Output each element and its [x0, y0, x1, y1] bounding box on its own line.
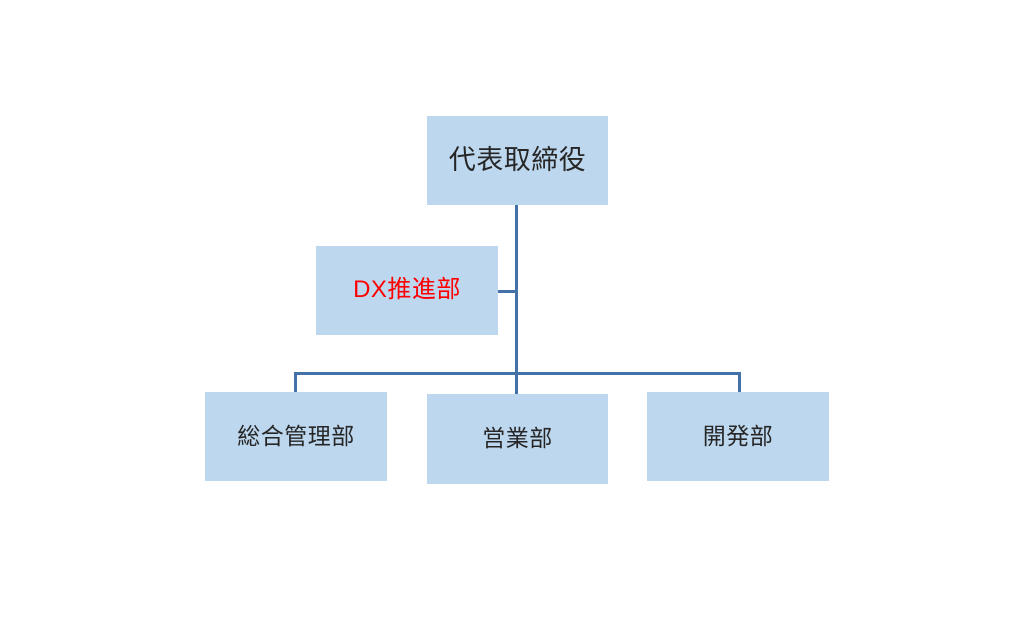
connector-bus-to-general-admin [294, 372, 297, 393]
org-node-sales-label: 営業部 [482, 425, 553, 452]
org-node-general-admin-label: 総合管理部 [237, 422, 355, 449]
org-node-dx-promotion-label: DX推進部 [353, 276, 461, 304]
connector-bus-to-development [738, 372, 741, 393]
org-node-dx-promotion[interactable]: DX推進部 [316, 246, 498, 335]
connector-dx-to-trunk [498, 290, 517, 293]
connector-ceo-to-bus [515, 205, 518, 395]
connector-horizontal-bus [294, 372, 741, 375]
org-node-ceo-label: 代表取締役 [448, 145, 587, 176]
org-node-development[interactable]: 開発部 [647, 392, 829, 481]
org-node-general-admin[interactable]: 総合管理部 [205, 392, 387, 481]
org-node-ceo[interactable]: 代表取締役 [427, 116, 608, 205]
org-node-development-label: 開発部 [702, 422, 774, 449]
org-node-sales[interactable]: 営業部 [427, 394, 608, 484]
